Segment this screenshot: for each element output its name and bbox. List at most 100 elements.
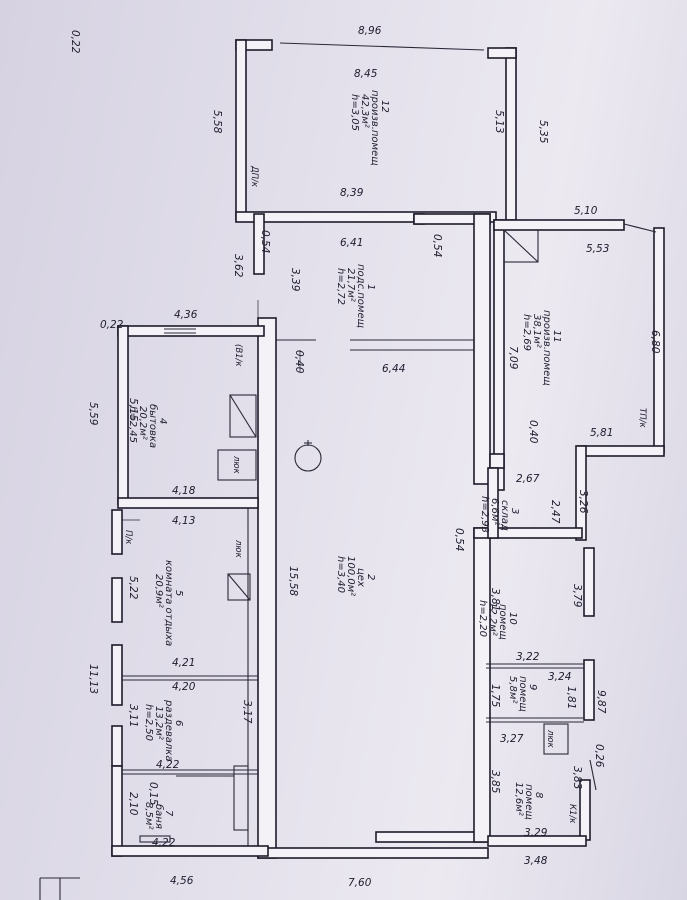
hatch-label-1: люк: [231, 455, 241, 475]
dim-5-59: 5,59: [87, 402, 99, 426]
dim-1-81-right: 1,81: [565, 686, 577, 709]
dim-3-11: 3,11: [127, 704, 139, 727]
dim-7-09: 7,09: [507, 346, 519, 370]
dim-3-24: 3,24: [548, 671, 571, 683]
room-4-area: 20,2м²: [137, 406, 148, 440]
dim-8-45: 8,45: [354, 68, 378, 80]
mark-pk: П/к: [123, 530, 133, 545]
dim-7-60: 7,60: [348, 877, 372, 889]
room-12-label: 12 произв.помещ 42,3м² h=3,05: [349, 90, 390, 166]
dim-3-27: 3,27: [500, 733, 524, 745]
room-9-label: 9 помещ 5,8м²: [507, 676, 538, 712]
dim-4-20: 4,20: [172, 681, 196, 693]
dim-2-47: 2,47: [549, 500, 561, 524]
room-3-walls: [487, 467, 499, 539]
room-6-name: раздевалка: [163, 699, 174, 761]
room-3-area: 6,6м²: [489, 498, 500, 525]
dim-4-22-top: 4,22: [156, 759, 180, 771]
room-11-label: 11 произв.помещ 38,1м² h=2,69: [521, 310, 562, 386]
room-12-name: произв.помещ: [369, 90, 380, 166]
dim-3-81: 3,81: [489, 588, 501, 611]
room-3-label: 3 склад 6,6м² h=2,93: [479, 496, 520, 533]
room-12-number: 12: [379, 100, 390, 113]
room-5-label: 5 комната отдыха 20,9м²: [153, 560, 184, 646]
room-4-label: 4 бытовка 20,2м² h=2,45: [127, 404, 168, 448]
dim-3-79: 3,79: [571, 584, 583, 608]
room-8-area: 12,6м²: [513, 782, 524, 816]
dim-15-58: 15,58: [287, 566, 299, 596]
dim-5-58: 5,58: [211, 110, 223, 134]
dim-0-54-mid: 0,54: [431, 234, 443, 257]
dim-5-35: 5,35: [537, 120, 549, 144]
dim-9-87: 9,87: [595, 690, 607, 714]
room-6-label: 6 раздевалка 13,2м² h=2,50: [143, 699, 184, 761]
room-1-height: h=2,72: [335, 268, 346, 305]
dimension-lines: [122, 300, 301, 521]
room-8-number: 8: [533, 792, 544, 798]
dim-5-15: 5,15: [127, 398, 139, 422]
dim-3-26: 3,26: [577, 490, 589, 514]
dim-0-22-top: 0,22: [69, 30, 81, 54]
room-1-name: подс.помещ: [355, 264, 366, 328]
room-12-area: 42,3м²: [359, 94, 370, 128]
room-3-height: h=2,93: [479, 496, 490, 533]
room-7-label: 7 баня 8,5м²: [143, 802, 174, 829]
dim-3-48: 3,48: [524, 855, 548, 867]
room-3-number: 3: [509, 508, 520, 514]
room-10-height: h=2,20: [477, 600, 488, 637]
dim-6-44: 6,44: [382, 363, 405, 375]
room-3-name: склад: [499, 500, 510, 531]
dim-0-54-lower: 0,54: [453, 528, 465, 551]
dim-0-40-left: 0,40: [293, 350, 305, 374]
title-block-stub: [39, 877, 80, 900]
dim-4-36: 4,36: [174, 309, 198, 321]
dim-5-22: 5,22: [127, 576, 139, 600]
dim-6-41: 6,41: [340, 237, 363, 249]
room-5-name: комната отдыха: [163, 560, 174, 646]
room-9-name: помещ: [517, 676, 528, 712]
dim-4-22-bottom: 4,22: [152, 837, 176, 849]
dim-5-13: 5,13: [493, 110, 505, 133]
right-rooms-walls: [486, 547, 597, 847]
dim-5-10: 5,10: [574, 205, 598, 217]
hatch-label-2: люк: [545, 729, 555, 749]
dim-5-53: 5,53: [586, 243, 609, 255]
dim-1-75: 1,75: [489, 684, 501, 708]
room-12-walls: [235, 39, 517, 223]
dim-0-26: 0,26: [593, 744, 605, 768]
dim-0-15: 0,15: [147, 782, 159, 806]
dim-3-29: 3,29: [524, 827, 548, 839]
room-2-height: h=3,40: [335, 556, 346, 593]
dim-8-39: 8,39: [340, 187, 364, 199]
dim-11-13: 11,13: [87, 664, 99, 694]
dim-3-83: 3,83: [571, 766, 583, 789]
room-1-walls: [253, 213, 505, 485]
mark-dk: ДП/к: [249, 165, 259, 188]
room-5-number: 5: [173, 590, 184, 596]
room-6-height: h=2,50: [143, 704, 154, 741]
dim-4-13: 4,13: [172, 515, 195, 527]
room-12-height: h=3,05: [349, 94, 360, 131]
dim-0-22-left: 0,22: [100, 319, 124, 331]
dim-8-96: 8,96: [358, 25, 382, 37]
mark-kk: К1/к: [567, 804, 577, 824]
dim-4-21: 4,21: [172, 657, 195, 669]
room-2-area: 100,0м²: [345, 556, 356, 596]
dim-6-80: 6,80: [649, 330, 661, 354]
room-11-number: 11: [551, 330, 562, 343]
main-corridor-walls: [257, 317, 583, 859]
room-2-number: 2: [365, 574, 376, 580]
room-4-number: 4: [157, 418, 168, 424]
room-8-name: помещ: [523, 784, 534, 820]
room-4-name: бытовка: [147, 404, 159, 448]
room-2-name: цех: [355, 568, 366, 587]
room-7-number: 7: [163, 810, 174, 817]
room-1-label: 1 подс.помещ 21,7м² h=2,72: [335, 264, 376, 328]
dim-2-10: 2,10: [127, 792, 139, 816]
room-1-area: 21,7м²: [345, 268, 356, 302]
room-10-area: 12,2м²: [487, 602, 498, 636]
dim-4-56: 4,56: [170, 875, 194, 887]
room-11-name: произв.помещ: [541, 310, 552, 386]
dim-0-54-left: 0,54: [259, 230, 271, 253]
